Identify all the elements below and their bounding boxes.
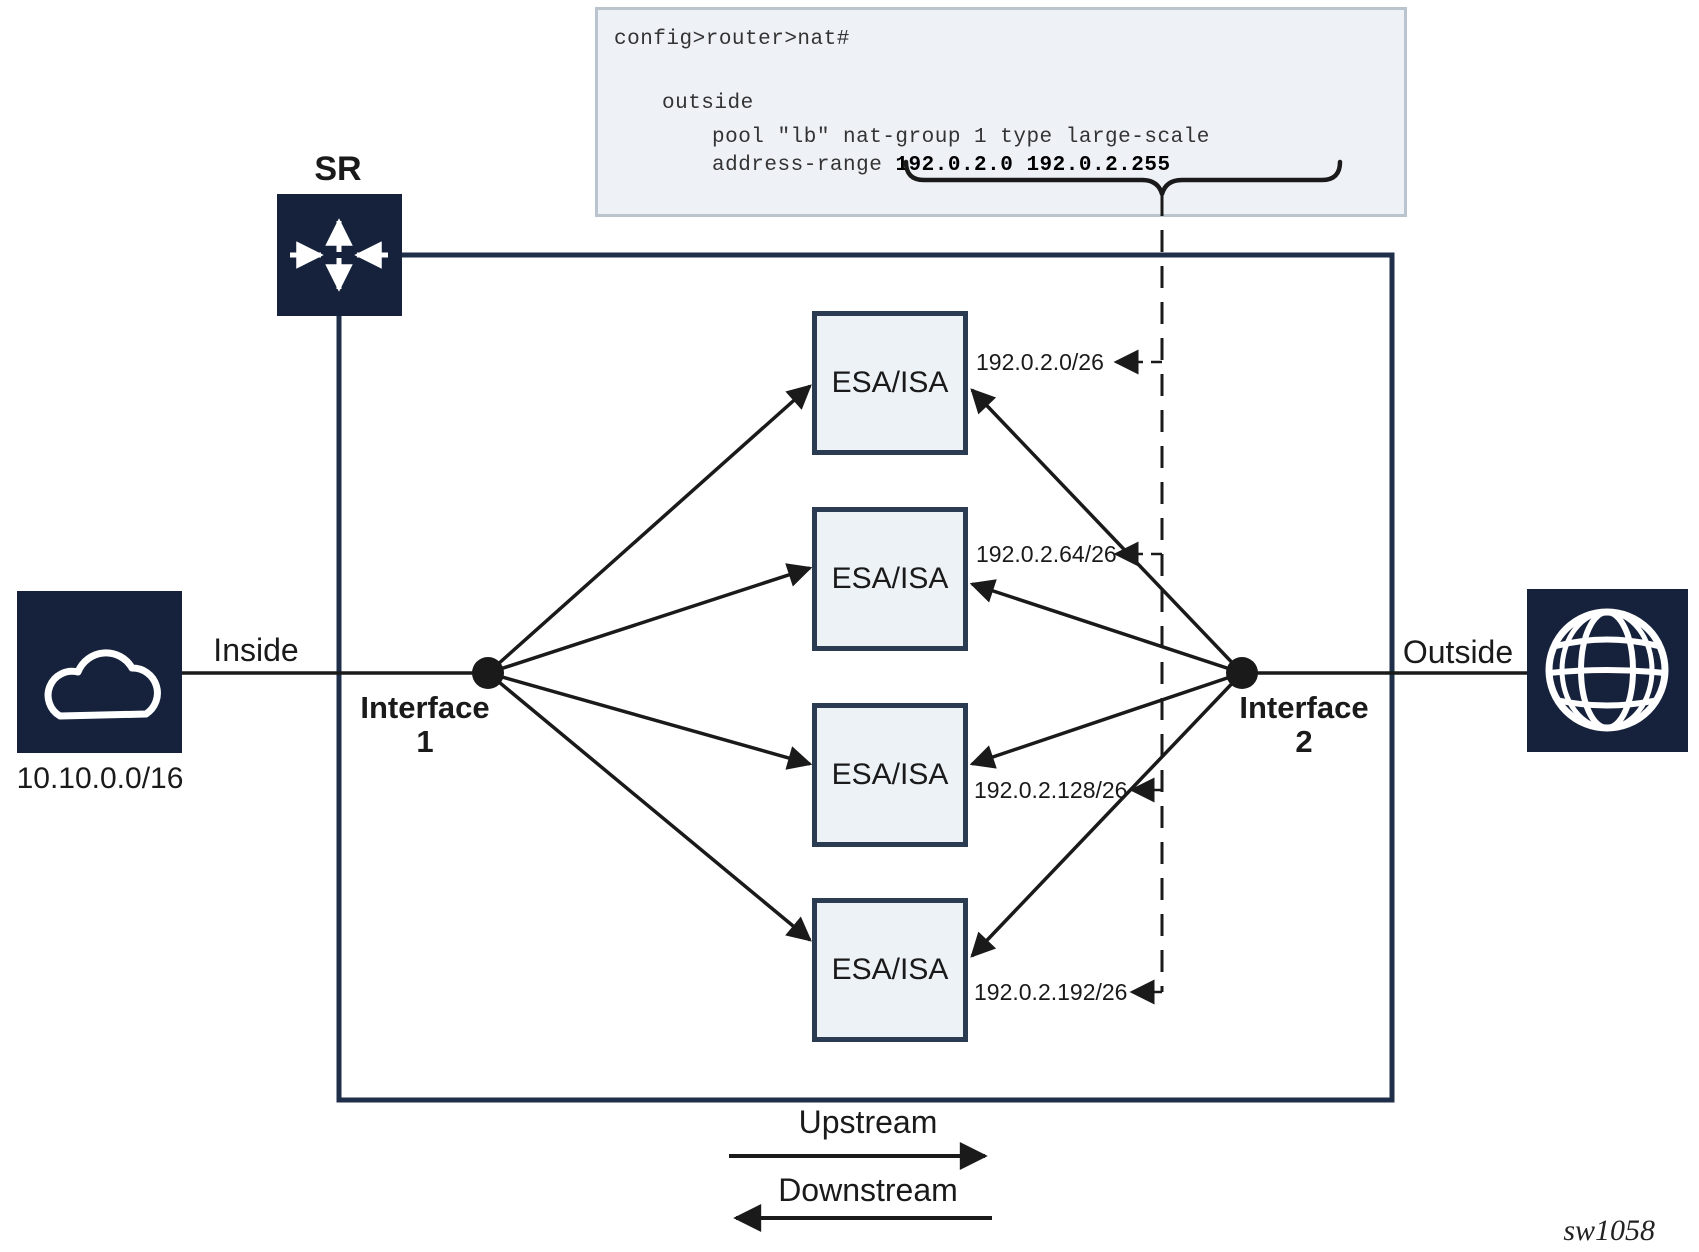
esa2-subnet-label: 192.0.2.64/26: [976, 541, 1117, 567]
globe-icon: [1527, 589, 1688, 752]
esa-isa-node-4: ESA/ISA: [812, 898, 968, 1042]
cloud-icon: [17, 591, 182, 753]
esa-isa-label: ESA/ISA: [831, 366, 949, 399]
sr-router-icon: [277, 194, 402, 316]
inside-subnet-label: 10.10.0.0/16: [16, 762, 184, 795]
cli-line-prompt: config>router>nat#: [614, 28, 850, 51]
esa-isa-label: ESA/ISA: [831, 758, 949, 791]
interface2-to-esa-arrows: [969, 388, 1244, 958]
cli-address-range-value: 192.0.2.0 192.0.2.255: [895, 154, 1171, 177]
cli-config-box: config>router>nat# outside pool "lb" nat…: [595, 7, 1407, 217]
cli-line-pool: pool "lb" nat-group 1 type large-scale: [712, 126, 1210, 149]
interface1-dot: [472, 657, 504, 689]
sr-label: SR: [314, 150, 362, 188]
esa1-subnet-label: 192.0.2.0/26: [976, 349, 1104, 375]
interface1-number: 1: [416, 724, 434, 759]
figure-watermark: sw1058: [1563, 1214, 1655, 1247]
inside-label: Inside: [213, 632, 299, 668]
upstream-label: Upstream: [798, 1104, 938, 1140]
interface1-to-esa-arrows: [486, 384, 813, 942]
interface2-name: Interface: [1239, 690, 1369, 725]
interface2-label: Interface 2: [1224, 691, 1384, 759]
cli-address-range-keyword: address-range: [712, 154, 896, 177]
interface2-number: 2: [1295, 724, 1313, 759]
cli-line-address-range: address-range 192.0.2.0 192.0.2.255: [712, 154, 1171, 177]
esa-isa-label: ESA/ISA: [831, 562, 949, 595]
outside-label: Outside: [1402, 634, 1514, 670]
esa-isa-node-2: ESA/ISA: [812, 507, 968, 651]
interface1-label: Interface 1: [345, 691, 505, 759]
esa-isa-label: ESA/ISA: [831, 953, 949, 986]
esa4-subnet-label: 192.0.2.192/26: [974, 979, 1128, 1005]
esa-isa-node-3: ESA/ISA: [812, 703, 968, 847]
esa-isa-node-1: ESA/ISA: [812, 311, 968, 455]
downstream-label: Downstream: [778, 1172, 958, 1208]
pool-split-dashed-line: [1113, 194, 1164, 1005]
interface1-name: Interface: [360, 690, 490, 725]
esa3-subnet-label: 192.0.2.128/26: [974, 777, 1128, 803]
cli-line-outside: outside: [662, 92, 754, 115]
interface2-dot: [1226, 657, 1258, 689]
